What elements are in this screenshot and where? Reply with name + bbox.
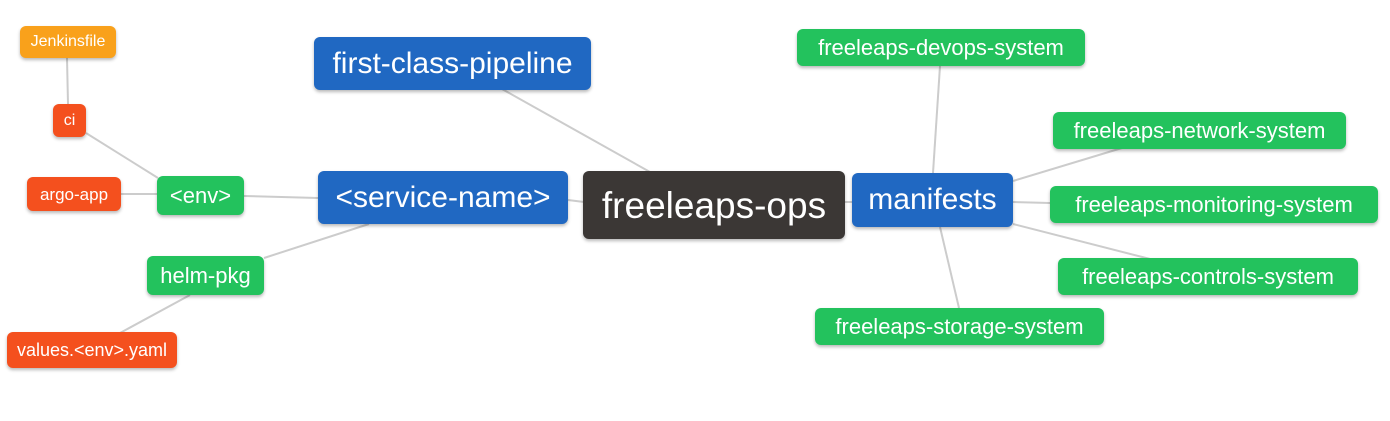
- node-freeleaps-devops-system[interactable]: freeleaps-devops-system: [797, 29, 1085, 66]
- edge-first-class-pipeline--freeleaps-ops: [501, 88, 651, 173]
- node-freeleaps-network-system[interactable]: freeleaps-network-system: [1053, 112, 1346, 149]
- node-freeleaps-controls-system[interactable]: freeleaps-controls-system: [1058, 258, 1358, 295]
- node-ci[interactable]: ci: [53, 104, 86, 137]
- edge-helm-pkg--service-name: [263, 223, 370, 259]
- edge-values-env-yaml--helm-pkg: [119, 294, 191, 334]
- edge-ci--env: [85, 132, 159, 179]
- node-first-class-pipeline[interactable]: first-class-pipeline: [314, 37, 591, 90]
- node-env[interactable]: <env>: [157, 176, 244, 215]
- node-freeleaps-monitoring-system[interactable]: freeleaps-monitoring-system: [1050, 186, 1378, 223]
- edge-env--service-name: [243, 195, 319, 199]
- node-service-name[interactable]: <service-name>: [318, 171, 568, 224]
- node-jenkinsfile[interactable]: Jenkinsfile: [20, 26, 116, 58]
- node-manifests[interactable]: manifests: [852, 173, 1013, 227]
- node-freeleaps-ops[interactable]: freeleaps-ops: [583, 171, 845, 239]
- edge-manifests--freeleaps-network-system: [1012, 147, 1123, 182]
- node-helm-pkg[interactable]: helm-pkg: [147, 256, 264, 295]
- edge-manifests--freeleaps-controls-system: [1012, 223, 1151, 260]
- edge-service-name--freeleaps-ops: [567, 199, 585, 203]
- node-freeleaps-storage-system[interactable]: freeleaps-storage-system: [815, 308, 1104, 345]
- edge-manifests--freeleaps-storage-system: [939, 226, 960, 309]
- node-argo-app[interactable]: argo-app: [27, 177, 121, 211]
- node-values-env-yaml[interactable]: values.<env>.yaml: [7, 332, 177, 368]
- edge-manifests--freeleaps-devops-system: [932, 65, 941, 174]
- edge-jenkinsfile--ci: [66, 57, 69, 105]
- edge-manifests--freeleaps-monitoring-system: [1012, 201, 1051, 204]
